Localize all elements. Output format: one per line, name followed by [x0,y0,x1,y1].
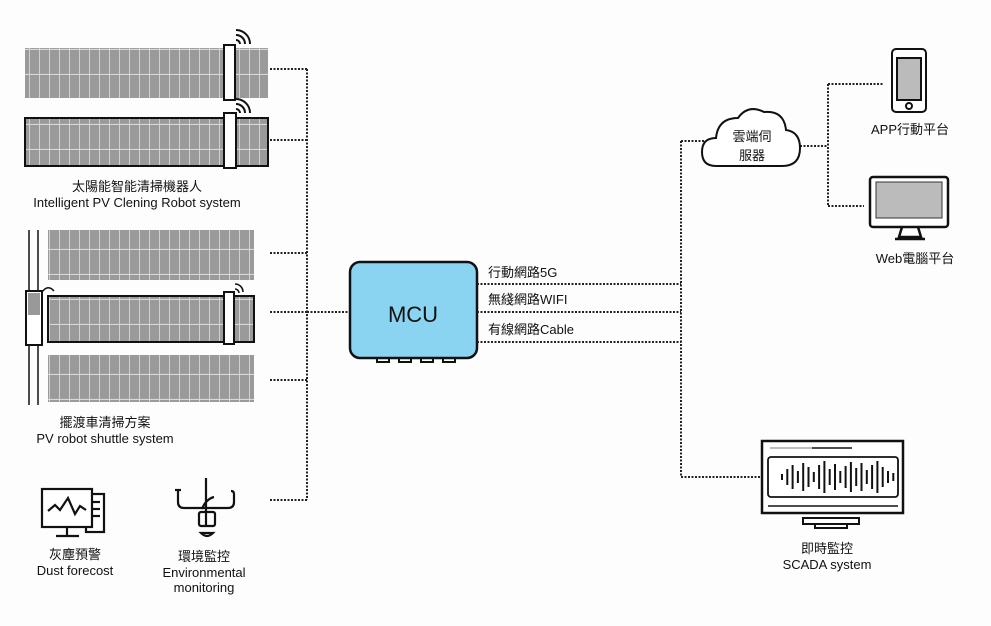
right-connector-lines [477,83,884,478]
wifi-signal-icon [235,29,251,45]
shuttle-system-label-en: PV robot shuttle system [36,431,173,446]
monitor-icon [868,175,950,241]
monitor-chart-icon [40,487,106,538]
phone-icon [891,48,927,113]
waveform-monitor-icon [760,439,905,529]
env-monitoring-label-en-2: monitoring [174,580,235,595]
wifi-signal-icon [234,283,244,294]
shuttle-panel-3 [48,355,254,402]
weather-station-icon [175,478,236,538]
shuttle-panel-2 [47,283,255,345]
dust-forecast-label-en: Dust forecost [37,563,114,578]
robot-system-label-en: Intelligent PV Clening Robot system [33,195,240,210]
shuttle-panel-1 [48,230,254,280]
pv-robot-panel-2 [24,98,269,169]
cleaning-robot-icon [223,291,235,345]
link-label-cable: 有線網路Cable [488,322,574,337]
robot-system-label-zh: 太陽能智能清掃機器人 [72,179,202,194]
link-label-5g: 行動網路5G [488,265,557,280]
left-connector-lines [270,68,350,501]
link-label-wifi: 無綫網路WIFI [488,292,567,307]
pv-robot-panel-1 [25,29,268,101]
app-platform-label: APP行動平台 [871,122,949,137]
cloud-label-line1: 雲端伺 [732,129,771,144]
shuttle-system-label-zh: 擺渡車清掃方案 [59,415,150,430]
shuttle-vehicle-icon [25,287,55,346]
cleaning-robot-icon [223,44,236,101]
env-monitoring-label-en-1: Environmental [162,565,245,580]
mcu-box: MCU [348,260,479,363]
dust-forecast-label-zh: 灰塵預警 [49,547,101,562]
web-platform-label: Web電腦平台 [876,251,955,266]
cleaning-robot-icon [223,112,237,169]
wifi-signal-icon [235,98,251,114]
mcu-label: MCU [388,302,438,327]
scada-label-zh: 即時監控 [801,541,853,556]
scada-label-en: SCADA system [783,557,872,572]
cloud-label-line2: 服器 [739,148,765,163]
cloud-icon: 雲端伺 服器 [700,108,802,167]
env-monitoring-label-zh: 環境監控 [178,549,230,564]
